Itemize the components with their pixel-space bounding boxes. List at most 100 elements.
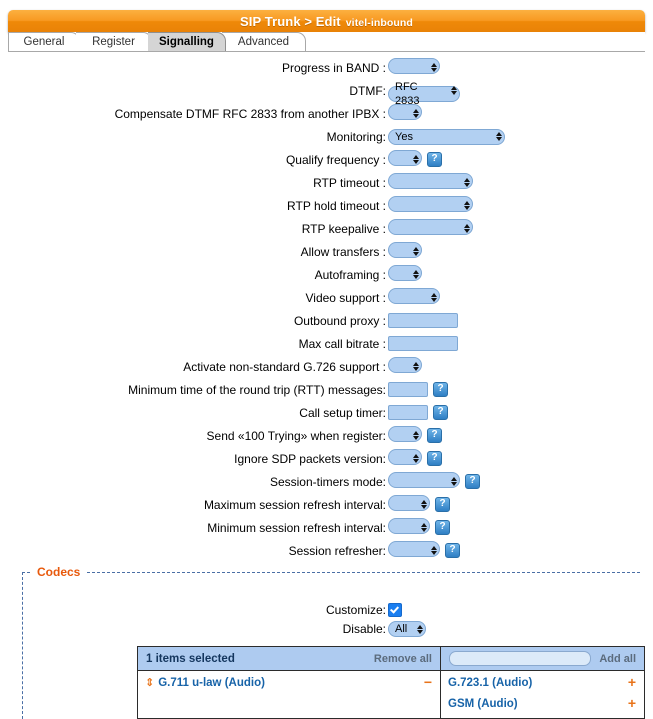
remove-all-button[interactable]: Remove all <box>373 652 432 665</box>
field-control <box>388 382 448 397</box>
codec-list-item[interactable]: ⇕G.711 u-law (Audio) − <box>138 671 440 692</box>
form-row: Minimum time of the round trip (RTT) mes… <box>0 378 653 401</box>
add-codec-button[interactable]: + <box>627 694 636 711</box>
select-field[interactable] <box>388 518 430 537</box>
field-label: Activate non-standard G.726 support : <box>183 359 386 374</box>
form-row: RTP hold timeout : <box>0 194 653 217</box>
select-field[interactable] <box>388 150 422 169</box>
codec-name-wrap: ⇕G.711 u-law (Audio) <box>145 675 265 689</box>
drag-handle-icon[interactable]: ⇕ <box>145 676 155 689</box>
help-icon[interactable] <box>427 428 442 443</box>
field-label: Session refresher: <box>288 543 386 558</box>
select-field[interactable]: RFC 2833 <box>388 79 460 107</box>
field-label: RTP timeout : <box>313 175 386 190</box>
form-row: Call setup timer: <box>0 401 653 424</box>
field-label: Send «100 Trying» when register: <box>206 428 386 443</box>
text-input[interactable] <box>388 382 428 397</box>
customize-checkbox[interactable] <box>388 603 402 617</box>
field-control <box>388 58 440 77</box>
add-all-button[interactable]: Add all <box>599 652 636 665</box>
tab-register-label: Register <box>92 36 135 48</box>
form-row: Outbound proxy : <box>0 309 653 332</box>
select-value <box>388 242 422 258</box>
select-field[interactable] <box>388 426 422 445</box>
form-row: Session-timers mode: <box>0 470 653 493</box>
text-input[interactable] <box>388 336 458 351</box>
help-icon[interactable] <box>435 520 450 535</box>
field-control <box>388 219 473 238</box>
tab-signalling[interactable]: Signalling <box>148 32 226 51</box>
tab-register[interactable]: Register <box>76 32 152 51</box>
select-field[interactable] <box>388 472 460 491</box>
field-label: RTP hold timeout : <box>287 198 386 213</box>
select-field[interactable] <box>388 449 422 468</box>
select-field[interactable] <box>388 265 422 284</box>
select-field[interactable] <box>388 58 440 77</box>
codec-available-panel: Add all G.723.1 (Audio) + GSM (Audio) + <box>441 647 644 718</box>
form-row: Monitoring:Yes <box>0 125 653 148</box>
page-title-subject: vitel-inbound <box>345 16 413 29</box>
select-field[interactable] <box>388 196 473 215</box>
tab-advanced-label: Advanced <box>237 36 290 48</box>
form-row: Minimum session refresh interval: <box>0 516 653 539</box>
codec-list-item[interactable]: G.723.1 (Audio) + <box>441 671 644 692</box>
field-label: RTP keepalive : <box>301 221 386 236</box>
field-control <box>388 472 480 491</box>
tab-advanced[interactable]: Advanced <box>222 32 306 51</box>
codec-available-header: Add all <box>441 647 644 671</box>
tab-general[interactable]: General <box>8 32 80 51</box>
form-row: Ignore SDP packets version: <box>0 447 653 470</box>
codecs-legend: Codecs <box>31 565 87 579</box>
codec-name[interactable]: GSM (Audio) <box>448 697 518 710</box>
disable-select[interactable]: All <box>388 621 426 637</box>
codec-selected-list: ⇕G.711 u-law (Audio) − <box>138 671 440 692</box>
remove-codec-button[interactable]: − <box>423 673 432 690</box>
help-icon[interactable] <box>427 152 442 167</box>
help-icon[interactable] <box>435 497 450 512</box>
select-value <box>388 196 473 212</box>
select-field[interactable] <box>388 288 440 307</box>
select-field[interactable] <box>388 541 440 560</box>
codec-name[interactable]: G.723.1 (Audio) <box>448 676 533 689</box>
field-control: RFC 2833 <box>388 79 460 107</box>
help-icon[interactable] <box>433 405 448 420</box>
field-control <box>388 426 442 445</box>
text-input[interactable] <box>388 313 458 328</box>
form-row: Maximum session refresh interval: <box>0 493 653 516</box>
codec-name-wrap: GSM (Audio) <box>448 696 518 710</box>
help-icon[interactable] <box>465 474 480 489</box>
select-value <box>388 357 422 373</box>
select-value <box>388 472 460 488</box>
tab-bar: General Register Signalling Advanced <box>8 32 645 52</box>
field-label: Session-timers mode: <box>269 474 386 489</box>
field-control <box>388 449 442 468</box>
form-row: Video support : <box>0 286 653 309</box>
add-codec-button[interactable]: + <box>627 673 636 690</box>
codec-search-input[interactable] <box>449 651 592 666</box>
field-control <box>388 405 448 420</box>
select-field[interactable]: Yes <box>388 128 505 145</box>
form-row: Activate non-standard G.726 support : <box>0 355 653 378</box>
help-icon[interactable] <box>445 543 460 558</box>
select-field[interactable] <box>388 219 473 238</box>
select-field[interactable] <box>388 357 422 376</box>
help-icon[interactable] <box>433 382 448 397</box>
field-control <box>388 150 442 169</box>
select-field[interactable] <box>388 495 430 514</box>
customize-label: Customize: <box>325 603 386 617</box>
field-control: Yes <box>388 128 505 145</box>
select-field[interactable] <box>388 104 422 123</box>
select-value <box>388 219 473 235</box>
codec-name[interactable]: G.711 u-law (Audio) <box>158 676 265 689</box>
field-control <box>388 518 450 537</box>
select-field[interactable] <box>388 242 422 261</box>
select-value <box>388 541 440 557</box>
codec-list-item[interactable]: GSM (Audio) + <box>441 692 644 713</box>
select-field[interactable] <box>388 173 473 192</box>
field-label: Outbound proxy : <box>293 313 386 328</box>
text-input[interactable] <box>388 405 428 420</box>
help-icon[interactable] <box>427 451 442 466</box>
